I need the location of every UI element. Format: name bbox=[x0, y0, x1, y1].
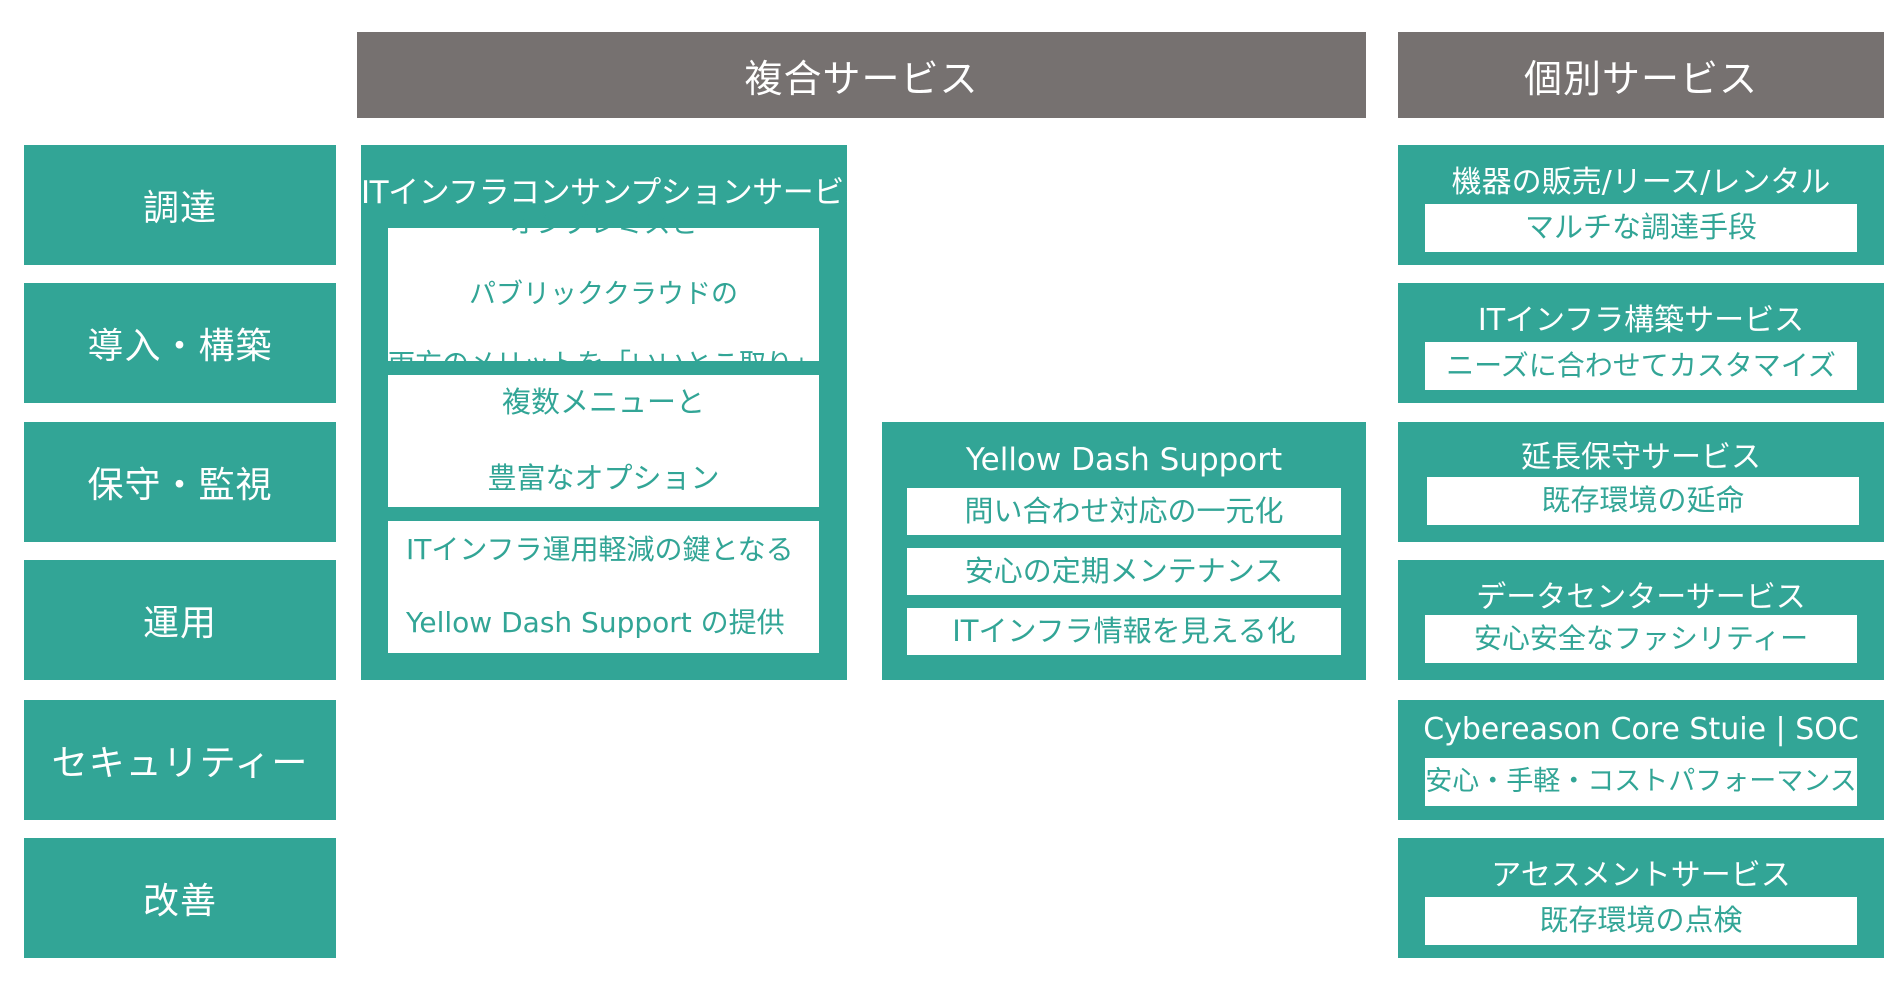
phase-label: 改善 bbox=[142, 881, 217, 922]
phase-operation: 運用 bbox=[24, 560, 336, 680]
individual-service-extended-maintenance: 延長保守サービス 既存環境の延命 bbox=[1398, 422, 1884, 542]
yellow-dash-item: 安心の定期メンテナンス bbox=[907, 548, 1341, 595]
phase-maintenance: 保守・監視 bbox=[24, 422, 336, 542]
yellow-dash-item-label: 安心の定期メンテナンス bbox=[964, 553, 1284, 588]
individual-service-desc-label: ニーズに合わせてカスタマイズ bbox=[1446, 348, 1836, 382]
individual-service-sales-lease: 機器の販売/リース/レンタル マルチな調達手段 bbox=[1398, 145, 1884, 265]
individual-services-header: 個別サービス bbox=[1398, 32, 1884, 118]
card-line: パブリッククラウドの bbox=[469, 278, 738, 310]
phase-procurement: 調達 bbox=[24, 145, 336, 265]
yellow-dash-item: ITインフラ情報を見える化 bbox=[907, 608, 1341, 655]
individual-service-infra-build: ITインフラ構築サービス ニーズに合わせてカスタマイズ bbox=[1398, 283, 1884, 403]
phase-label: 調達 bbox=[142, 188, 217, 229]
individual-service-desc: 既存環境の延命 bbox=[1427, 477, 1859, 525]
card-line: 複数メニューと bbox=[501, 385, 705, 420]
yellow-dash-item: 問い合わせ対応の一元化 bbox=[907, 488, 1341, 535]
phase-security: セキュリティー bbox=[24, 700, 336, 820]
consumption-card-hybrid: オンプレミスと パブリッククラウドの 両方のメリットを「いいとこ取り」 bbox=[388, 209, 820, 380]
consumption-card-yellow-dash: ITインフラ運用軽減の鍵となる Yellow Dash Support の提供 bbox=[388, 521, 819, 653]
card-line: 豊富なオプション bbox=[487, 460, 720, 495]
individual-service-title: データセンターサービス bbox=[1476, 580, 1806, 615]
yellow-dash-item-label: 問い合わせ対応の一元化 bbox=[964, 493, 1284, 528]
individual-service-datacenter: データセンターサービス 安心安全なファシリティー bbox=[1398, 560, 1884, 680]
phase-label: 運用 bbox=[142, 603, 217, 644]
consumption-service-panel: ITインフラコンサンプションサービス オンプレミスと パブリッククラウドの 両方… bbox=[361, 145, 875, 680]
yellow-dash-support-title: Yellow Dash Support bbox=[965, 442, 1283, 478]
composite-services-header: 複合サービス bbox=[357, 32, 1366, 118]
individual-service-assessment: アセスメントサービス 既存環境の点検 bbox=[1398, 838, 1884, 958]
individual-service-title: 機器の販売/リース/レンタル bbox=[1451, 165, 1831, 200]
phase-deployment: 導入・構築 bbox=[24, 283, 336, 403]
individual-service-title: ITインフラ構築サービス bbox=[1477, 303, 1805, 338]
individual-service-desc: 安心・手軽・コストパフォーマンス bbox=[1425, 758, 1857, 806]
card-line: ITインフラ運用軽減の鍵となる bbox=[406, 533, 794, 567]
phase-improvement: 改善 bbox=[24, 838, 336, 958]
individual-service-desc-label: マルチな調達手段 bbox=[1524, 210, 1757, 245]
phase-label: セキュリティー bbox=[51, 743, 309, 784]
card-line: オンプレミスと bbox=[509, 208, 698, 240]
individual-service-desc: ニーズに合わせてカスタマイズ bbox=[1425, 342, 1857, 390]
individual-service-desc-label: 安心・手軽・コストパフォーマンス bbox=[1425, 766, 1857, 798]
individual-services-header-label: 個別サービス bbox=[1523, 56, 1758, 101]
individual-service-desc: マルチな調達手段 bbox=[1425, 204, 1857, 252]
individual-service-desc: 既存環境の点検 bbox=[1425, 897, 1857, 945]
phase-label: 導入・構築 bbox=[87, 326, 273, 367]
individual-service-desc-label: 既存環境の延命 bbox=[1541, 483, 1745, 518]
composite-services-header-label: 複合サービス bbox=[744, 56, 979, 101]
yellow-dash-item-label: ITインフラ情報を見える化 bbox=[952, 613, 1296, 648]
card-line: 両方のメリットを「いいとこ取り」 bbox=[388, 349, 820, 381]
individual-service-title: アセスメントサービス bbox=[1491, 858, 1791, 893]
individual-service-title: Cybereason Core Stuie | SOC bbox=[1423, 712, 1859, 747]
individual-service-desc-label: 安心安全なファシリティー bbox=[1473, 621, 1809, 655]
individual-service-cybereason: Cybereason Core Stuie | SOC 安心・手軽・コストパフォ… bbox=[1398, 700, 1884, 820]
individual-service-title: 延長保守サービス bbox=[1521, 440, 1761, 475]
yellow-dash-support-panel: Yellow Dash Support 問い合わせ対応の一元化 安心の定期メンテ… bbox=[882, 422, 1366, 680]
individual-service-desc: 安心安全なファシリティー bbox=[1425, 615, 1857, 663]
consumption-card-options: 複数メニューと 豊富なオプション bbox=[388, 375, 819, 507]
phase-label: 保守・監視 bbox=[87, 465, 273, 506]
consumption-service-title: ITインフラコンサンプションサービス bbox=[361, 175, 875, 211]
card-line: Yellow Dash Support の提供 bbox=[406, 606, 785, 640]
individual-service-desc-label: 既存環境の点検 bbox=[1539, 903, 1743, 938]
